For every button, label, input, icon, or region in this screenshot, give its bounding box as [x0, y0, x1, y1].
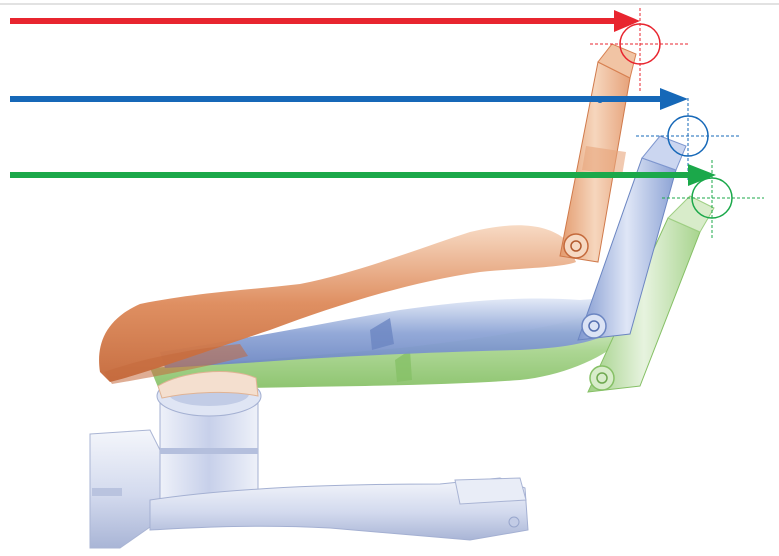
- orange-pivot: [564, 234, 588, 258]
- base-foot-bolt: [509, 517, 519, 527]
- arrow-blue: [10, 88, 688, 110]
- chair-base: [90, 376, 528, 548]
- base-column-ring: [160, 448, 258, 454]
- blue-pivot: [582, 314, 606, 338]
- arrow-blue-head: [660, 88, 688, 110]
- arrow-red: [10, 10, 640, 32]
- base-plate-detail: [92, 488, 122, 496]
- base-foot-block: [455, 478, 526, 504]
- green-pivot: [590, 366, 614, 390]
